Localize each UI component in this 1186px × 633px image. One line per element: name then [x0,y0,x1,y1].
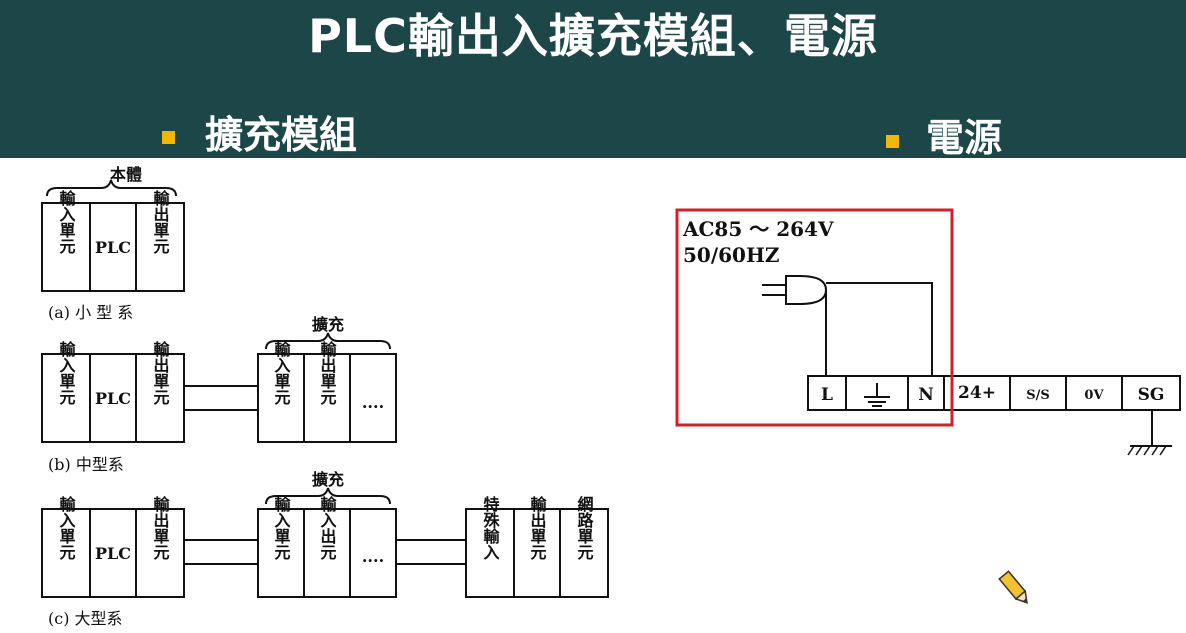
input-unit-label: 輸入單元 [57,189,76,254]
earth-ground-icon [864,383,890,407]
special-input-label: 特殊輸入 [481,495,500,560]
special-network-box [465,508,609,598]
expansion-brace [265,487,391,505]
input-unit-label: 輸入單元 [57,495,76,560]
ellipsis-label: ···· [362,397,384,416]
input-unit-label: 輸入單元 [272,495,291,560]
network-unit-label: 網路單元 [575,495,594,560]
caption-large-system: (c) 大型系 [48,609,123,628]
large-expansion-box [257,508,397,598]
power-plug-icon [785,275,828,305]
medium-expansion-box [257,353,397,443]
terminal-sg: SG [1138,385,1165,405]
bullet-square-icon [162,131,175,144]
voltage-label: AC85 ～ 264V [682,217,834,241]
body-brace [46,179,177,197]
slide-title: PLC輸出入擴充模組、電源 [308,9,878,63]
io-unit-label: 輸入出元 [318,495,337,560]
body-label: 本體 [110,165,142,184]
pencil-cursor-icon [998,570,1028,604]
output-unit-label: 輸出單元 [151,189,170,254]
input-unit-label: 輸入單元 [272,340,291,405]
power-highlight-frame [675,208,954,427]
large-system-box [41,508,185,598]
expansion-heading: 擴充模組 [205,113,358,157]
expand-label: 擴充 [312,470,344,489]
ellipsis-label: ···· [362,551,384,570]
plc-label: PLC [95,389,131,408]
content-area [0,158,1186,633]
terminal-0v: 0V [1084,388,1104,403]
input-unit-label: 輸入單元 [57,340,76,405]
output-unit-label: 輸出單元 [151,340,170,405]
plc-label: PLC [95,544,131,563]
terminal-ss: S/S [1026,388,1050,403]
terminal-24plus: 24+ [958,383,996,403]
caption-small-system: (a) 小 型 系 [48,303,133,322]
output-unit-label: 輸出單元 [318,340,337,405]
title-bar [0,0,1186,158]
ground-hatch-icon [1127,445,1167,456]
expand-label: 擴充 [312,315,344,334]
terminal-l: L [821,385,833,405]
medium-system-box [41,353,185,443]
plc-label: PLC [95,238,131,257]
frequency-label: 50/60HZ [683,243,779,267]
small-system-box [41,202,185,292]
bullet-square-icon [886,135,899,148]
output-unit-label: 輸出單元 [151,495,170,560]
expansion-brace [265,332,391,350]
terminal-n: N [918,385,934,405]
power-heading: 電源 [926,116,1003,160]
terminal-block [807,375,1181,411]
output-unit-label: 輸出單元 [528,495,547,560]
caption-medium-system: (b) 中型系 [48,455,124,474]
